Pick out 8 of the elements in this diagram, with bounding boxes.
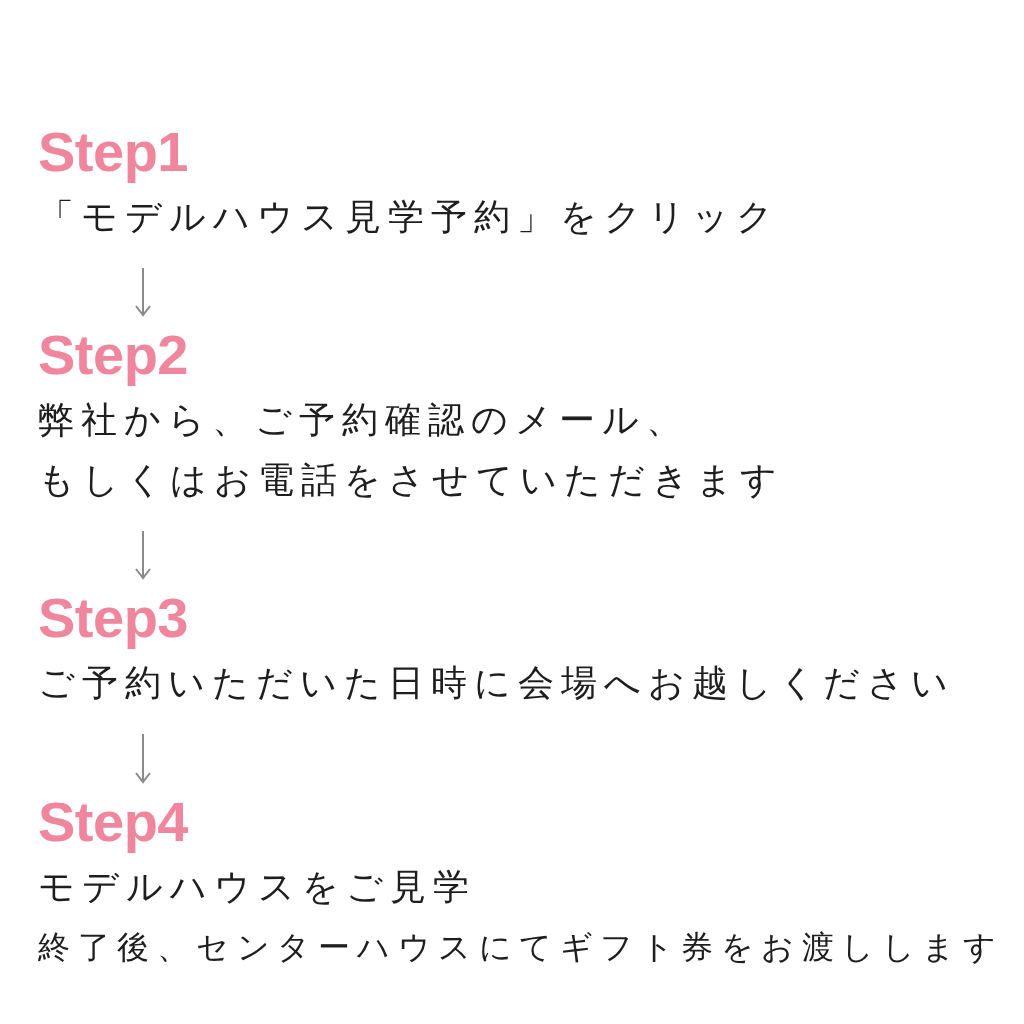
step-description: モデルハウスをご見学: [38, 865, 476, 909]
step-description: 弊社から、ご予約確認のメール、もしくはお電話をさせていただきます: [38, 398, 785, 502]
note-text: 終了後、センターハウスにてギフト券をお渡しします: [38, 927, 1003, 968]
step-description: 「モデルハウス見学予約」をクリック: [38, 195, 780, 239]
arrow: [135, 733, 151, 783]
step-description: ご予約いただいた日時に会場へお越しください: [38, 661, 955, 705]
arrow: [135, 267, 151, 316]
arrow: [135, 530, 151, 579]
